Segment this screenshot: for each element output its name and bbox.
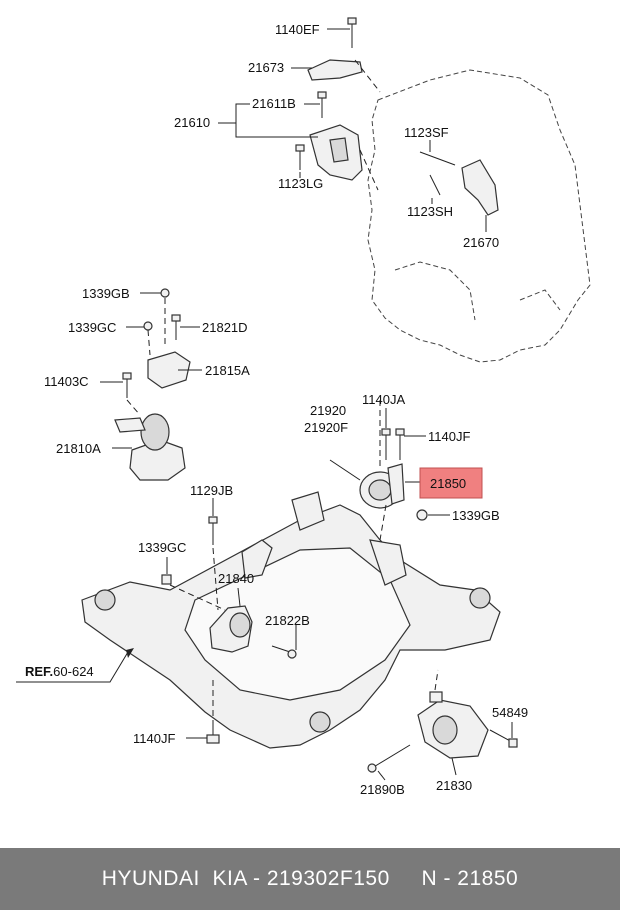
- parts-diagram: 1140EF 21673 21611B 21610 1123LG 1123SF …: [16, 17, 591, 797]
- label-21840: 21840: [218, 571, 254, 586]
- mount-21810A: [114, 413, 186, 481]
- label-21830: 21830: [436, 778, 472, 793]
- label-21611B: 21611B: [252, 96, 296, 111]
- label-21920: 21920: [310, 403, 346, 418]
- bolt-1140JF-bot: [206, 722, 220, 744]
- bolt-21611B: [317, 91, 327, 118]
- nut-1339GB-top: [160, 288, 170, 298]
- bolt-1129JB: [208, 516, 218, 545]
- label-21610: 21610: [174, 115, 210, 130]
- bolt-1123SH: [429, 174, 441, 196]
- footer-number: N - 21850: [421, 867, 519, 890]
- label-21821D: 21821D: [202, 320, 248, 335]
- bracket-21610: [309, 124, 363, 181]
- label-ref: REF.60-624: [25, 664, 94, 679]
- label-1123SF: 1123SF: [404, 125, 449, 140]
- bolt-1140JF-top: [395, 428, 405, 460]
- bracket-21815A: [147, 351, 191, 389]
- label-21815A: 21815A: [205, 363, 250, 378]
- bolt-1140EF: [347, 17, 357, 48]
- footer-bar: HYUNDAI KIA - 219302F150 N - 21850: [0, 848, 620, 910]
- label-21810A: 21810A: [56, 441, 101, 456]
- label-21670: 21670: [463, 235, 499, 250]
- label-54849: 54849: [492, 705, 528, 720]
- bolt-1123LG: [295, 144, 305, 170]
- label-1339GC-top: 1339GC: [68, 320, 116, 335]
- nut-1339GC-top: [143, 321, 153, 331]
- label-11403C: 11403C: [44, 374, 89, 389]
- bolt-21822B: [271, 645, 297, 659]
- mount-21850: [359, 463, 405, 509]
- engine-outline: [367, 69, 591, 363]
- bolt-1123SF: [419, 151, 456, 166]
- highlight-box-21850: [419, 467, 483, 499]
- leader-lines: [16, 28, 513, 781]
- label-1123SH: 1123SH: [407, 204, 453, 219]
- bracket-21670: [461, 159, 499, 216]
- label-21920F: 21920F: [304, 420, 348, 435]
- label-1339GB-mid: 1339GB: [452, 508, 500, 523]
- label-21890B: 21890B: [360, 782, 405, 797]
- label-1339GB-top: 1339GB: [82, 286, 130, 301]
- bolt-21920F: [329, 459, 361, 481]
- bolt-21821D: [171, 314, 181, 340]
- nut-1339GB-mid: [416, 509, 428, 521]
- label-1123LG: 1123LG: [278, 176, 323, 191]
- label-1129JB: 1129JB: [190, 483, 233, 498]
- subframe: [81, 491, 501, 749]
- label-1339GC-mid: 1339GC: [138, 540, 186, 555]
- label-1140JF-bot: 1140JF: [133, 731, 175, 746]
- label-1140EF: 1140EF: [275, 22, 320, 37]
- bolt-1140JA: [381, 428, 391, 460]
- bolt-11403C: [122, 372, 132, 398]
- label-21850: 21850: [430, 476, 466, 491]
- footer-brand: HYUNDAI KIA - 219302F150: [101, 867, 390, 890]
- nut-1339GC-mid: [161, 574, 172, 585]
- bolt-21890B: [367, 744, 411, 773]
- label-21673: 21673: [248, 60, 284, 75]
- label-1140JA: 1140JA: [362, 392, 405, 407]
- label-1140JF-top: 1140JF: [428, 429, 470, 444]
- upper-bracket-21673: [307, 59, 363, 81]
- bolt-54849: [489, 729, 518, 748]
- mount-21840: [209, 605, 253, 653]
- label-21822B: 21822B: [265, 613, 310, 628]
- mount-21830: [417, 691, 489, 759]
